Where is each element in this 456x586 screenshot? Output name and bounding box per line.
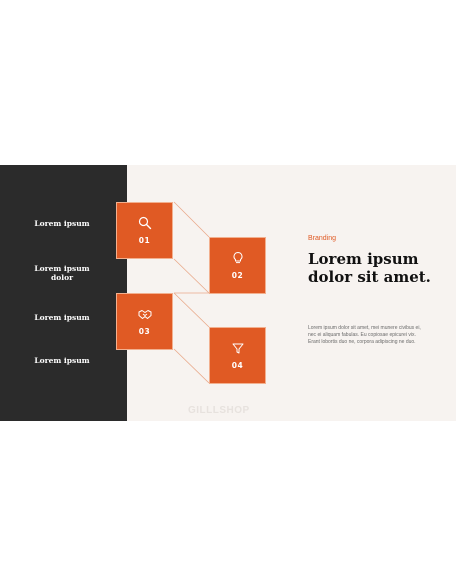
connector-01-02-top — [173, 201, 210, 238]
connector-03-04-top — [173, 292, 210, 328]
step-box-04: 04 — [209, 327, 266, 384]
step-number-02: 02 — [231, 271, 244, 280]
step-box-02: 02 — [209, 237, 266, 294]
search-icon — [138, 216, 151, 230]
slide: Lorem ipsum Lorem ipsum dolor Lorem ipsu… — [0, 165, 456, 421]
left-panel: Lorem ipsum Lorem ipsum dolor Lorem ipsu… — [0, 165, 127, 421]
step-number-01: 01 — [138, 236, 151, 245]
connector-01-02-bottom — [173, 258, 210, 294]
handshake-icon — [138, 310, 151, 319]
watermark-text: GILLLSHOP — [188, 405, 250, 416]
connector-03-04-bottom — [173, 348, 210, 384]
left-label-4: Lorem ipsum — [34, 356, 90, 365]
lightbulb-icon — [233, 251, 242, 264]
body-paragraph: Lorem ipsum dolor sit amet, mei munere c… — [308, 325, 421, 345]
filter-icon — [232, 343, 243, 354]
step-box-03: 03 — [116, 293, 173, 350]
step-box-01: 01 — [116, 202, 173, 259]
eyebrow-label: Branding — [308, 235, 337, 242]
left-label-1: Lorem ipsum — [34, 219, 90, 228]
step-number-03: 03 — [138, 327, 151, 336]
headline: Lorem ipsum dolor sit amet. — [308, 250, 431, 286]
left-label-3: Lorem ipsum — [34, 313, 90, 322]
left-label-2: Lorem ipsum dolor — [34, 264, 90, 282]
step-number-04: 04 — [231, 361, 244, 370]
